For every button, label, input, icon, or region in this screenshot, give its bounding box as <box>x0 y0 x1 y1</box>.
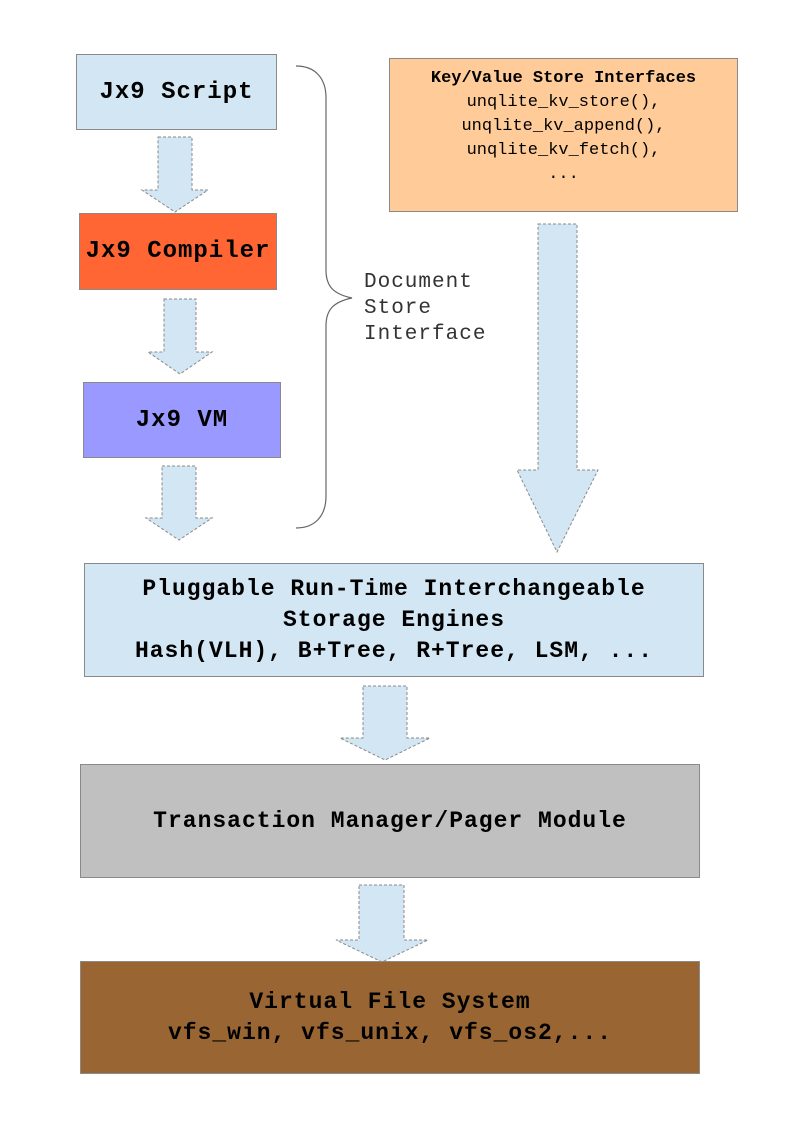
annotation-line: Store <box>364 297 433 320</box>
jx9-vm-box: Jx9 VM <box>83 382 281 458</box>
arrow-vm-to-engines <box>144 465 214 541</box>
vfs-line: vfs_win, vfs_unix, vfs_os2,... <box>167 1019 613 1046</box>
document-store-interface-label: Document Store Interface <box>364 270 486 348</box>
arrow-kv-to-engines <box>516 223 599 554</box>
jx9-vm-label: Jx9 VM <box>135 406 229 434</box>
storage-engines-line: Pluggable Run-Time Interchangeable <box>142 575 646 602</box>
storage-engines-line: Storage Engines <box>282 606 506 633</box>
jx9-compiler-box: Jx9 Compiler <box>79 213 277 290</box>
arrow-script-to-compiler <box>140 136 210 213</box>
storage-engines-line: Hash(VLH), B+Tree, R+Tree, LSM, ... <box>134 637 654 664</box>
kv-interfaces-title: Key/Value Store Interfaces <box>430 69 697 88</box>
transaction-manager-label: Transaction Manager/Pager Module <box>153 808 627 834</box>
arrow-compiler-to-vm <box>146 298 214 375</box>
vfs-box: Virtual File System vfs_win, vfs_unix, v… <box>80 961 700 1074</box>
vfs-line: Virtual File System <box>249 988 531 1015</box>
kv-interfaces-box: Key/Value Store Interfaces unqlite_kv_st… <box>389 58 738 212</box>
curly-brace <box>295 65 353 529</box>
jx9-script-box: Jx9 Script <box>76 54 277 130</box>
kv-store-function: unqlite_kv_store(), <box>466 93 661 112</box>
arrow-transaction-to-vfs <box>335 884 429 963</box>
annotation-line: Interface <box>364 323 487 346</box>
transaction-manager-box: Transaction Manager/Pager Module <box>80 764 700 878</box>
kv-fetch-function: unqlite_kv_fetch(), <box>466 141 661 160</box>
arrow-engines-to-transaction <box>339 685 431 761</box>
jx9-compiler-label: Jx9 Compiler <box>85 238 271 265</box>
annotation-line: Document <box>364 271 473 294</box>
kv-append-function: unqlite_kv_append(), <box>461 117 666 136</box>
storage-engines-box: Pluggable Run-Time Interchangeable Stora… <box>84 563 704 677</box>
jx9-script-label: Jx9 Script <box>99 78 254 106</box>
kv-ellipsis: ... <box>548 165 579 184</box>
